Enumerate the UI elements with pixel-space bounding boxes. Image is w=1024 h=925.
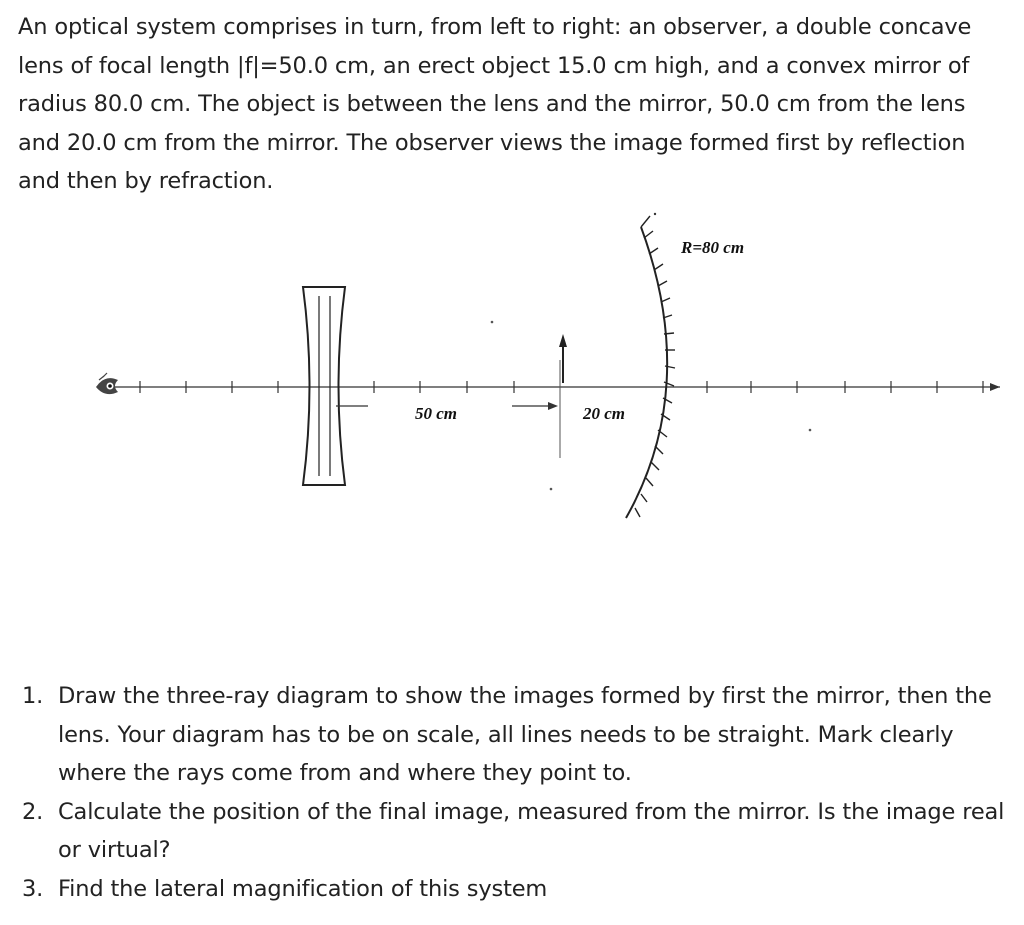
question-item: 1. Draw the three-ray diagram to show th…	[18, 677, 1008, 793]
radius-label: R=80 cm	[680, 238, 744, 257]
question-item: 2. Calculate the position of the final i…	[18, 793, 1008, 870]
question-text: Find the lateral magnification of this s…	[58, 875, 548, 902]
lens-object-distance-label: 50 cm	[415, 404, 457, 423]
distance-arrow	[512, 402, 558, 410]
question-list: 1. Draw the three-ray diagram to show th…	[18, 677, 1008, 908]
question-number: 3.	[22, 875, 44, 902]
axis-arrowhead	[990, 383, 1000, 391]
convex-mirror-icon	[625, 212, 676, 519]
double-concave-lens-icon	[301, 286, 347, 486]
problem-statement: An optical system comprises in turn, fro…	[18, 14, 972, 194]
question-item: 3. Find the lateral magnification of thi…	[18, 870, 1008, 909]
focal-point-mark	[490, 320, 494, 324]
question-number: 2.	[22, 798, 44, 825]
optical-diagram: R=80 cm 50 cm 20 cm	[0, 210, 1024, 530]
question-text: Draw the three-ray diagram to show the i…	[58, 683, 992, 786]
question-number: 1.	[22, 683, 44, 709]
object-arrow-icon	[559, 334, 567, 383]
question-text: Calculate the position of the final imag…	[58, 798, 1005, 864]
focal-point-mark	[549, 487, 553, 491]
object-mirror-distance-label: 20 cm	[582, 404, 625, 423]
eye-icon	[96, 372, 118, 395]
axis-ticks	[139, 381, 984, 393]
focal-point-mark	[808, 428, 812, 432]
